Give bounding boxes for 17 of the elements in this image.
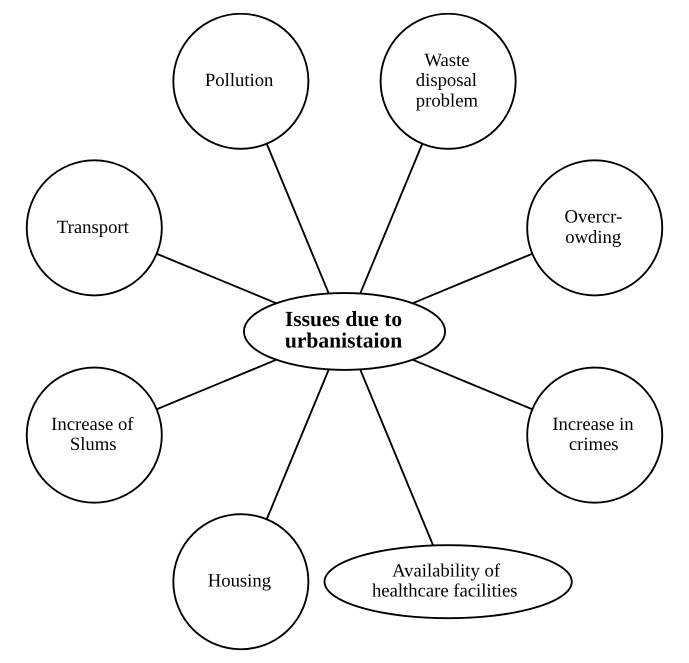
connector xyxy=(412,358,532,410)
connector xyxy=(266,143,330,294)
node-circle: Housing xyxy=(172,513,310,650)
node-circle: Waste disposal problem xyxy=(380,12,517,150)
connector xyxy=(156,252,276,304)
connector xyxy=(156,358,276,410)
node-circle: Transport xyxy=(26,159,163,296)
node-circle: Pollution xyxy=(172,12,310,150)
connector xyxy=(266,370,330,520)
connector xyxy=(360,143,424,294)
node-ellipse: Issues due to urbanistaion xyxy=(242,292,446,371)
node-circle: Increase in crimes xyxy=(526,366,664,504)
connector xyxy=(412,252,532,304)
node-circle: Overcr- owding xyxy=(526,159,664,296)
node-circle: Increase of Slums xyxy=(26,366,163,504)
node-ellipse: Availability of healthcare facilities xyxy=(324,544,573,620)
connector xyxy=(360,370,434,546)
